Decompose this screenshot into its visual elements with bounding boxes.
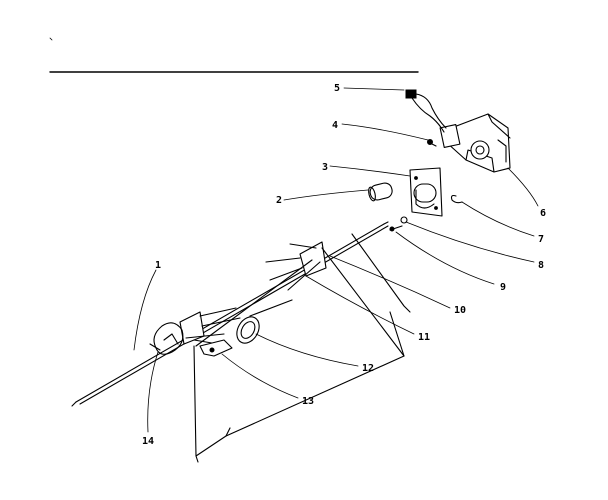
callout-3: 3 — [322, 162, 328, 173]
pin-part-9 — [389, 225, 403, 232]
power-cord — [405, 89, 447, 133]
callout-12: 12 — [362, 363, 374, 374]
callout-4: 4 — [332, 120, 338, 131]
callout-1: 1 — [155, 260, 161, 271]
spit-fork-front — [179, 307, 241, 347]
callout-11: 11 — [418, 332, 430, 343]
motor-assembly — [439, 113, 511, 173]
clip-part-7 — [450, 194, 463, 204]
callout-9: 9 — [500, 282, 506, 293]
callout-13: 13 — [302, 396, 314, 407]
cradle-frame — [193, 233, 411, 463]
callout-5: 5 — [334, 83, 340, 94]
spring-clamp-part-13 — [199, 339, 233, 357]
spit-fork-rear — [265, 241, 327, 291]
callout-6: 6 — [540, 208, 546, 219]
callout-7: 7 — [538, 234, 544, 245]
spit-rod — [71, 221, 389, 407]
leader-lines — [133, 87, 539, 433]
washer-part-8 — [400, 216, 408, 224]
callout-14: 14 — [142, 436, 154, 447]
callout-8: 8 — [538, 260, 544, 271]
bushing — [368, 182, 393, 202]
callout-numbers: 5 4 3 2 6 7 8 9 10 11 12 13 1 14 — [142, 83, 546, 447]
mounting-bracket — [409, 167, 443, 217]
header-rule-short — [49, 37, 53, 41]
screw-part-4 — [427, 139, 437, 147]
callout-2: 2 — [276, 195, 282, 206]
callout-10: 10 — [454, 305, 466, 316]
handle-part-14 — [149, 322, 184, 355]
collar-part-12 — [236, 316, 260, 344]
